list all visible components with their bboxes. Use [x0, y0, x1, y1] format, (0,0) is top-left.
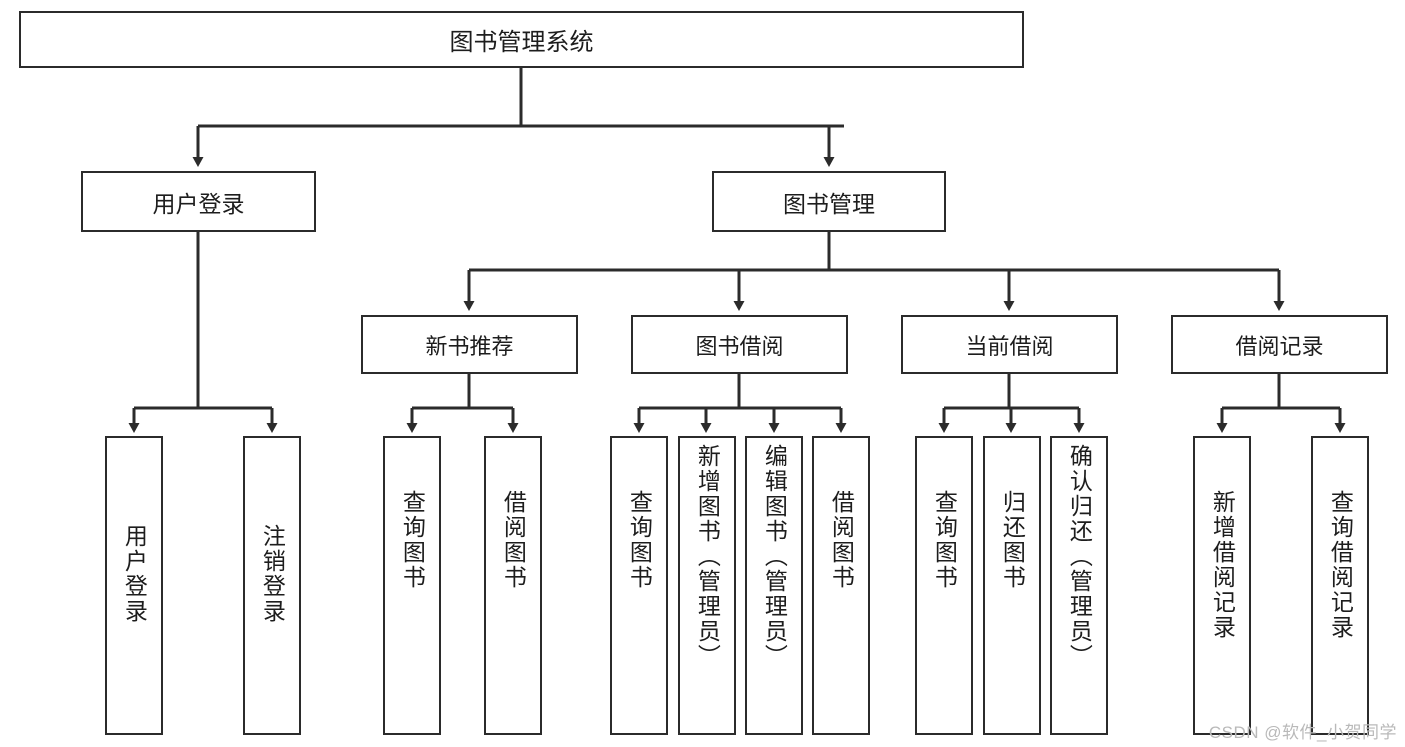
leaf-br-query-record-label: 查询借阅记录: [1327, 490, 1354, 640]
leaf-bb-add-book-admin[interactable]: 新增图书（管理员）: [678, 436, 736, 735]
leaf-cb-return-book[interactable]: 归还图书: [983, 436, 1041, 735]
leaf-cb-confirm-return-admin-label: 确认归还（管理员）: [1066, 444, 1093, 669]
node-book-borrow[interactable]: 图书借阅: [631, 315, 848, 374]
leaf-nb-borrow-book-label: 借阅图书: [500, 490, 527, 590]
leaf-bb-add-book-admin-label: 新增图书（管理员）: [694, 444, 721, 669]
node-root-label: 图书管理系统: [449, 29, 594, 56]
leaf-cb-return-book-label: 归还图书: [999, 490, 1026, 590]
leaf-nb-query-book-label: 查询图书: [399, 490, 426, 590]
node-current-borrow[interactable]: 当前借阅: [901, 315, 1118, 374]
leaf-bb-borrow-book[interactable]: 借阅图书: [812, 436, 870, 735]
leaf-bb-edit-book-admin[interactable]: 编辑图书（管理员）: [745, 436, 803, 735]
node-user-login[interactable]: 用户登录: [81, 171, 316, 232]
leaf-logout[interactable]: 注销登录: [243, 436, 301, 735]
leaf-cb-confirm-return-admin[interactable]: 确认归还（管理员）: [1050, 436, 1108, 735]
leaf-user-login-label: 用户登录: [121, 524, 148, 624]
leaf-bb-query-book-label: 查询图书: [626, 490, 653, 590]
leaf-cb-query-book[interactable]: 查询图书: [915, 436, 973, 735]
node-book-borrow-label: 图书借阅: [695, 333, 784, 359]
leaf-nb-query-book[interactable]: 查询图书: [383, 436, 441, 735]
node-new-book-recommend[interactable]: 新书推荐: [361, 315, 578, 374]
leaf-user-login[interactable]: 用户登录: [105, 436, 163, 735]
leaf-br-query-record[interactable]: 查询借阅记录: [1311, 436, 1369, 735]
leaf-bb-borrow-book-label: 借阅图书: [828, 490, 855, 590]
node-root[interactable]: 图书管理系统: [19, 11, 1024, 68]
watermark: CSDN @软件_小贺同学: [1208, 723, 1397, 742]
node-current-borrow-label: 当前借阅: [965, 333, 1054, 359]
leaf-nb-borrow-book[interactable]: 借阅图书: [484, 436, 542, 735]
node-new-book-recommend-label: 新书推荐: [425, 333, 514, 359]
leaf-br-add-record[interactable]: 新增借阅记录: [1193, 436, 1251, 735]
node-user-login-label: 用户登录: [152, 190, 245, 217]
node-borrow-record-label: 借阅记录: [1235, 333, 1324, 359]
leaf-br-add-record-label: 新增借阅记录: [1209, 490, 1236, 640]
node-book-management-label: 图书管理: [783, 190, 875, 217]
leaf-bb-edit-book-admin-label: 编辑图书（管理员）: [761, 444, 788, 669]
leaf-logout-label: 注销登录: [259, 524, 286, 624]
node-borrow-record[interactable]: 借阅记录: [1171, 315, 1388, 374]
leaf-bb-query-book[interactable]: 查询图书: [610, 436, 668, 735]
leaf-cb-query-book-label: 查询图书: [931, 490, 958, 590]
node-book-management[interactable]: 图书管理: [712, 171, 946, 232]
